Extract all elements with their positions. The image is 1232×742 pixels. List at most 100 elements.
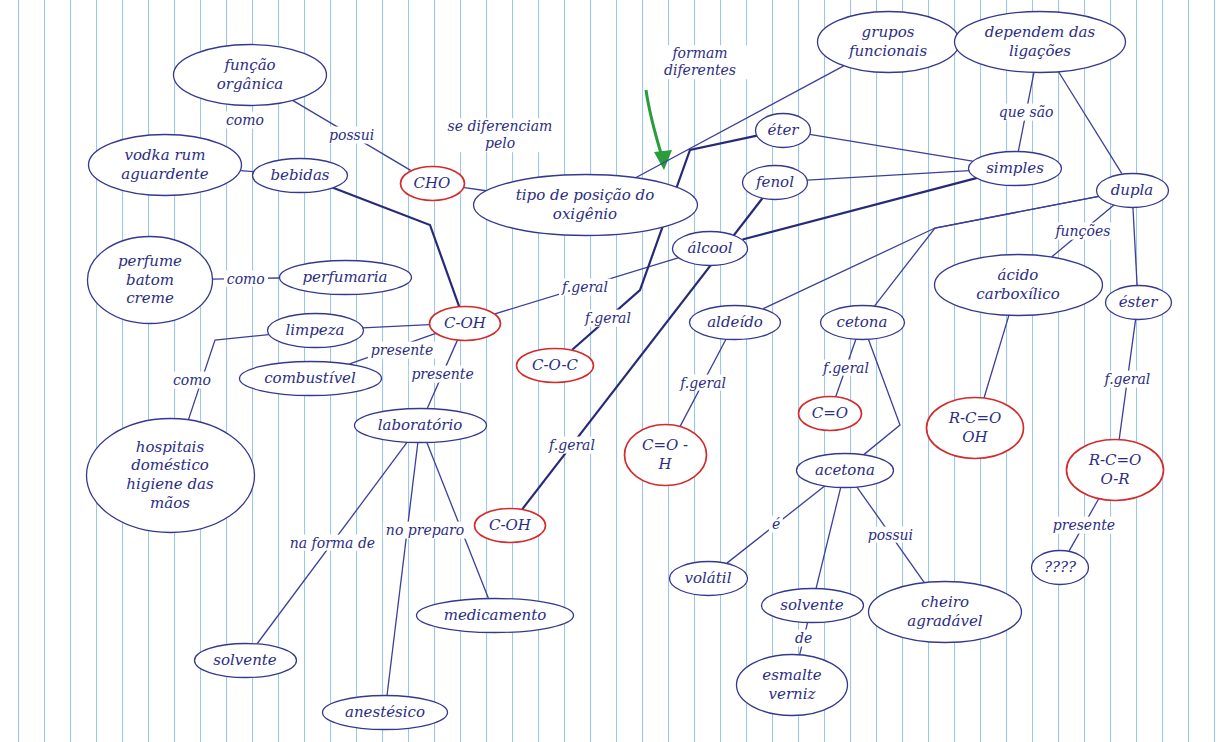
link-phrase: f.geral — [582, 310, 634, 327]
node-label: esmalte verniz — [757, 666, 827, 704]
concept-cloud: combustível — [238, 360, 383, 397]
concept-cloud: vodka rum aguardente — [87, 133, 243, 197]
cloud-ellipse — [817, 12, 959, 73]
cloud-ellipse — [354, 408, 486, 442]
node-text-block: tipo de posição do oxigênio — [510, 186, 660, 224]
link-phrase: funções — [1052, 223, 1113, 240]
connector — [636, 66, 844, 178]
link-phrase: formam diferentes — [652, 45, 748, 79]
connector — [387, 442, 418, 695]
node-label: C-OH — [489, 516, 531, 535]
node-text-block: solvente — [780, 596, 843, 615]
node-text-block: simples — [986, 159, 1044, 178]
cloud-ellipse — [820, 305, 904, 339]
cloud-ellipse — [473, 175, 697, 236]
node-text-block: grupos funcionais — [842, 23, 934, 61]
node-label: laboratório — [378, 416, 463, 435]
node-label: cetona — [837, 313, 888, 332]
node-label: limpeza — [285, 321, 344, 340]
cloud-ellipse — [673, 231, 748, 265]
cloud-ellipse — [86, 418, 254, 532]
cloud-ellipse — [89, 135, 242, 196]
node-text-block: perfumaria — [303, 268, 388, 287]
link-phrase: na forma de — [287, 534, 378, 551]
cloud-ellipse — [955, 12, 1126, 73]
connector — [864, 339, 900, 455]
cloud-ellipse — [430, 306, 501, 340]
formula-cloud: C=O — [797, 395, 863, 432]
formula-cloud: C-O-C — [515, 347, 595, 384]
link-phrase: como — [223, 112, 267, 129]
connector — [363, 325, 430, 328]
node-label: simples — [986, 159, 1044, 178]
formula-cloud: C=O -H — [623, 423, 708, 487]
node-text-block: função orgânica — [200, 56, 300, 94]
link-phrase: no preparo — [383, 522, 467, 539]
node-label: hospitais doméstico higiene das mãos — [115, 438, 225, 513]
concept-cloud: fenol — [741, 164, 809, 201]
concept-cloud: cetona — [819, 304, 906, 341]
link-phrase: de — [792, 630, 815, 647]
cloud-ellipse — [194, 643, 296, 677]
cloud-ellipse — [88, 237, 213, 324]
node-text-block: esmalte verniz — [757, 666, 827, 704]
node-text-block: aldeído — [707, 313, 763, 332]
node-text-block: dupla — [1111, 181, 1154, 200]
link-phrase: é — [769, 516, 783, 533]
cloud-ellipse — [690, 305, 781, 339]
concept-cloud: função orgânica — [172, 43, 328, 107]
cloud-ellipse — [239, 361, 381, 395]
connector — [495, 258, 679, 314]
node-label: dupla — [1111, 181, 1154, 200]
node-text-block: perfume batom creme — [110, 252, 190, 308]
node-label: R-C=O OH — [945, 409, 1005, 447]
connector — [807, 171, 969, 180]
connector — [984, 315, 1009, 398]
cloud-ellipse — [253, 158, 348, 192]
concept-cloud: solvente — [193, 642, 298, 679]
link-phrase: como — [170, 372, 214, 389]
link-phrase: como — [224, 270, 268, 287]
concept-cloud: éster — [1104, 284, 1173, 321]
cloud-ellipse — [934, 255, 1102, 316]
node-text-block: éster — [1119, 293, 1158, 312]
node-label: dependem das ligações — [984, 23, 1096, 61]
node-label: volátil — [685, 569, 732, 588]
node-text-block: volátil — [685, 569, 732, 588]
node-label: vodka rum aguardente — [115, 146, 215, 184]
cloud-ellipse — [475, 508, 546, 542]
formula-cloud: R-C=O O-R — [1065, 438, 1165, 502]
formula-cloud: R-C=O OH — [925, 396, 1025, 460]
node-text-block: limpeza — [285, 321, 344, 340]
cloud-ellipse — [761, 588, 863, 622]
node-label: aldeído — [707, 313, 763, 332]
cloud-ellipse — [323, 695, 448, 729]
node-text-block: laboratório — [378, 416, 463, 435]
cloud-ellipse — [797, 453, 894, 487]
node-text-block: C-OH — [444, 314, 486, 333]
concept-cloud: anestésico — [321, 694, 449, 731]
concept-cloud: volátil — [668, 560, 749, 597]
node-label: éter — [768, 121, 799, 140]
link-phrase: presente — [368, 342, 436, 359]
cloud-ellipse — [400, 166, 464, 200]
concept-cloud: dupla — [1095, 172, 1170, 209]
cloud-ellipse — [1032, 550, 1089, 584]
node-label: cheiro agradável — [895, 593, 995, 631]
node-text-block: C-OH — [489, 516, 531, 535]
node-label: C-OH — [444, 314, 486, 333]
concept-cloud: dependem das ligações — [953, 10, 1127, 74]
node-text-block: R-C=O OH — [945, 409, 1005, 447]
node-label: CHO — [414, 174, 451, 193]
node-label: fenol — [756, 173, 794, 192]
link-phrase: f.geral — [546, 437, 598, 454]
node-text-block: éter — [768, 121, 799, 140]
node-text-block: cheiro agradável — [895, 593, 995, 631]
node-text-block: hospitais doméstico higiene das mãos — [115, 438, 225, 513]
concept-cloud: simples — [967, 150, 1063, 187]
cloud-ellipse — [417, 598, 574, 632]
link-phrase: f.geral — [559, 279, 611, 296]
link-phrase: f.geral — [677, 374, 729, 391]
